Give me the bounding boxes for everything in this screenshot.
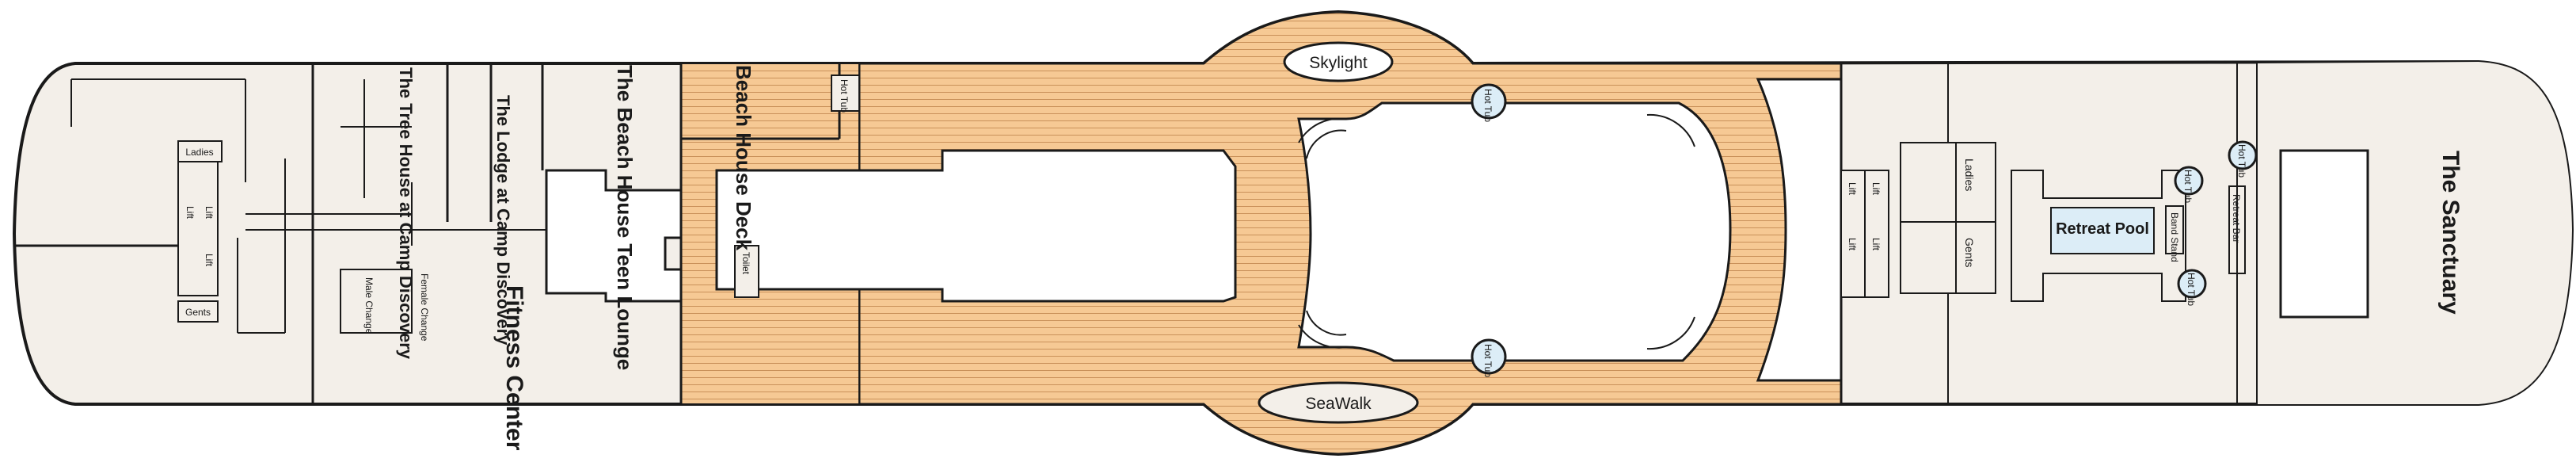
- skylight-label: Skylight: [1309, 54, 1368, 72]
- fwd-gents-label: Gents: [1963, 238, 1976, 267]
- fwd-lift-label-2: Lift: [1870, 182, 1882, 196]
- retreat-bar-label: Retreat Bar: [2231, 194, 2242, 243]
- hot-tub-label-4: Hot Tub: [2186, 273, 2197, 306]
- stairs-icon: [1298, 113, 1695, 350]
- the-sanctuary-label: The Sanctuary: [2437, 151, 2464, 315]
- hot-tub-label-3: Hot Tub: [2182, 170, 2194, 203]
- band-stand-label: Band Stand: [2169, 212, 2180, 262]
- fwd-lift-label-4: Lift: [1870, 238, 1882, 251]
- central-open-area: [715, 149, 1237, 303]
- hot-tub-5-circle: [2228, 140, 2258, 170]
- seawalk-oval: [1258, 381, 1419, 424]
- male-change-label: Male Change: [363, 277, 375, 334]
- hot-tub-label-5: Hot Tub: [2236, 144, 2247, 178]
- beach-house-teen-lounge-label: The Beach House Teen Lounge: [613, 65, 637, 370]
- forward-lounge: [1756, 78, 1843, 382]
- aft-ladies: [177, 140, 223, 162]
- aft-ladies-label: Ladies: [185, 147, 213, 158]
- aft-lift-label-2: Lift: [204, 206, 215, 220]
- lodge-camp-discovery-label: The Lodge at Camp Discovery: [493, 95, 513, 346]
- aft-lift-label-3: Lift: [204, 254, 215, 267]
- aft-gents-label: Gents: [185, 307, 211, 318]
- hot-tub-label-2: Hot Tub: [1482, 344, 1493, 377]
- forward-restrooms: [1900, 142, 1996, 294]
- hot-tub-3-circle: [2174, 166, 2204, 196]
- aft-lift-label-1: Lift: [185, 206, 196, 220]
- female-change-label: Female Change: [419, 273, 430, 342]
- toilet-room: [734, 245, 759, 298]
- tree-house-camp-discovery-label: The Tree House at Camp Discovery: [396, 67, 416, 360]
- beach-house-room: [545, 169, 683, 303]
- fwd-ladies-label: Ladies: [1963, 159, 1976, 191]
- fitness-center-label: Fitness Center: [501, 285, 527, 451]
- retreat-pool: [2050, 207, 2155, 254]
- hot-tub-4-circle: [2177, 269, 2207, 299]
- beach-hot-tub-box: [831, 74, 860, 112]
- fwd-lift-label-1: Lift: [1847, 182, 1858, 196]
- hot-tub-2-circle: [1471, 338, 1507, 375]
- band-stand-box: [2165, 205, 2184, 254]
- retreat-pool-surround: [2011, 170, 2186, 302]
- pool-area: [1297, 101, 1732, 362]
- sanctuary-platform: [2279, 149, 2369, 319]
- toilet-label: Toilet: [740, 252, 751, 275]
- hot-tub-1-circle: [1471, 83, 1507, 120]
- skylight-oval: [1283, 41, 1394, 82]
- sanctuary-area: [2257, 62, 2572, 404]
- aft-gents: [177, 300, 219, 323]
- seawalk-label: SeaWalk: [1305, 395, 1372, 413]
- hot-tub-label-1: Hot Tub: [1482, 89, 1493, 122]
- fwd-lift-label-3: Lift: [1847, 238, 1858, 251]
- retreat-pool-label: Retreat Pool: [2056, 220, 2149, 238]
- beach-house-deck-label: Beach House Deck: [732, 65, 755, 251]
- hot-tub-label-beach: Hot Tub: [839, 79, 850, 113]
